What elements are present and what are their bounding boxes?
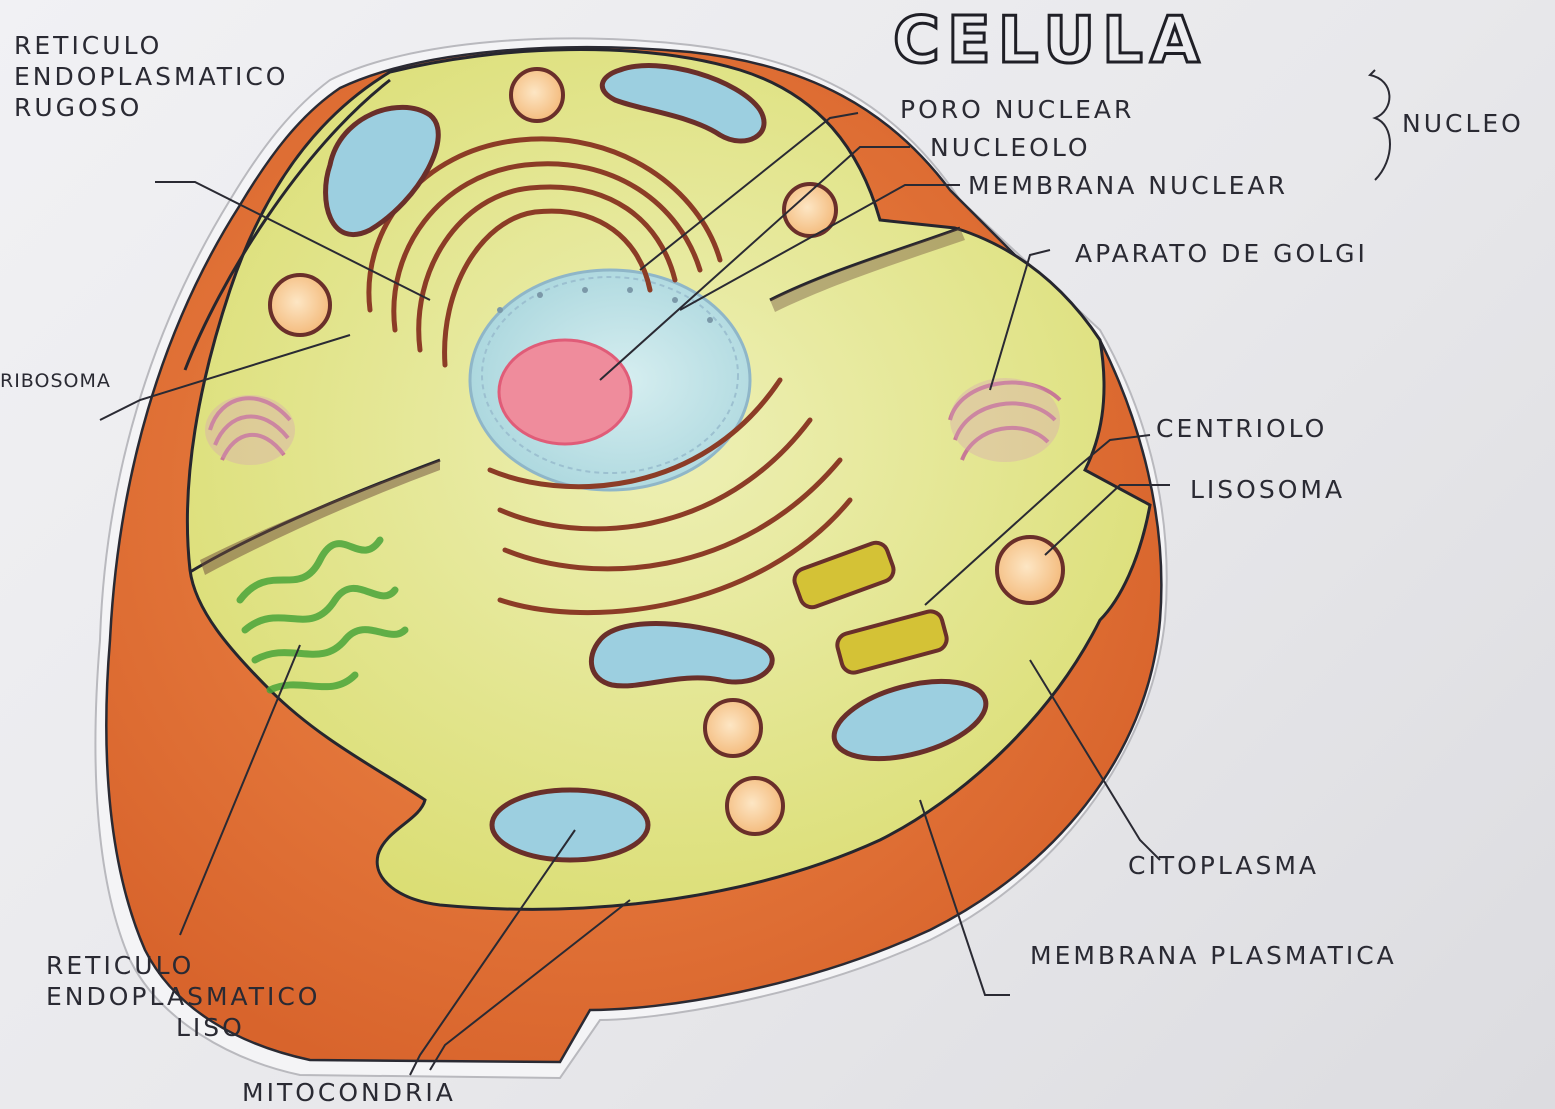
label-golgi: APARATO DE GOLGI — [1075, 238, 1368, 269]
nucleolus — [499, 340, 631, 444]
label-rer-line-2: ENDOPLASMATICO — [14, 61, 288, 92]
label-ribosome: RIBOSOMA — [0, 366, 111, 397]
label-ser-line-3: LISO — [46, 1012, 320, 1043]
label-centriole: CENTRIOLO — [1156, 413, 1327, 444]
label-rer: RETICULO ENDOPLASMATICO RUGOSO — [14, 30, 288, 123]
lysosome-3 — [270, 275, 330, 335]
mitochondrion-5 — [492, 790, 648, 860]
label-ser-line-1: RETICULO — [46, 950, 320, 981]
lysosome-1 — [511, 69, 563, 121]
label-plasma-membrane: MEMBRANA PLASMATICA — [1030, 940, 1397, 971]
golgi-left-fill — [205, 395, 295, 465]
label-nucleolus: NUCLEOLO — [930, 132, 1091, 163]
label-cytoplasm: CITOPLASMA — [1128, 850, 1319, 881]
label-ser-line-2: ENDOPLASMATICO — [46, 981, 320, 1012]
lysosome-5 — [705, 700, 761, 756]
label-mitochondria: MITOCONDRIA — [242, 1077, 456, 1108]
label-nuclear-membrane: MEMBRANA NUCLEAR — [968, 170, 1288, 201]
label-rer-line-1: RETICULO — [14, 30, 288, 61]
label-nucleus: NUCLEO — [1402, 108, 1524, 139]
label-rer-line-3: RUGOSO — [14, 92, 288, 123]
label-ser: RETICULO ENDOPLASMATICO LISO — [46, 950, 320, 1043]
golgi-right-fill — [950, 378, 1060, 462]
label-lysosome: LISOSOMA — [1190, 474, 1345, 505]
page-title: CELULA — [893, 4, 1206, 78]
lysosome-6 — [727, 778, 783, 834]
label-nuclear-pore: PORO NUCLEAR — [900, 94, 1134, 125]
